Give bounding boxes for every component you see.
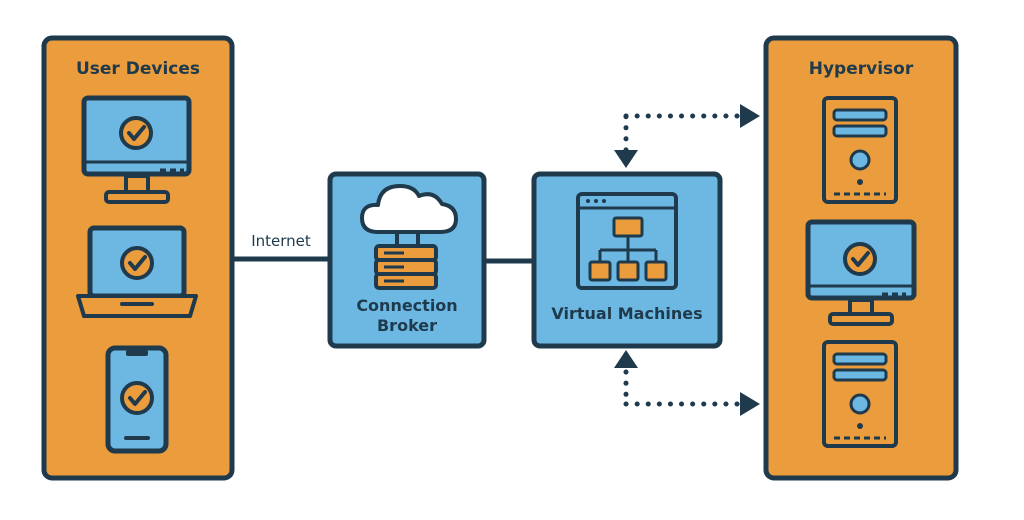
arrowhead-up [614,350,638,368]
smartphone-icon [105,345,169,454]
server-tower-icon [822,340,898,448]
checkmark-icon [120,246,154,280]
desktop-monitor-icon [81,95,192,204]
arrowhead-right [740,392,760,416]
checkmark-icon [120,381,154,415]
connection-broker-box: Connection Broker [327,171,487,349]
checkmark-icon [843,242,877,276]
user-devices-title: User Devices [76,59,200,79]
server-tower-icon [822,96,898,204]
hypervisor-title: Hypervisor [809,59,914,79]
arrowhead-down [614,150,638,168]
laptop-icon [76,225,198,318]
arrowhead-right [740,104,760,128]
virtual-machines-box: Virtual Machines [531,171,723,349]
internet-label: Internet [251,232,311,250]
checkmark-icon [119,116,153,150]
desktop-monitor-icon [805,219,917,326]
virtual-machines-title: Virtual Machines [551,304,702,323]
connection-broker-title-line1: Connection [356,296,457,315]
cloud-server-icon [360,184,458,290]
vm-hypervisor-arrow-bottom [614,350,760,416]
connection-broker-title-line2: Broker [377,316,437,335]
hypervisor-panel: Hypervisor [763,35,959,481]
user-devices-panel: User Devices [41,35,235,481]
browser-hierarchy-icon [576,192,678,290]
vm-hypervisor-arrow-top [614,104,760,168]
